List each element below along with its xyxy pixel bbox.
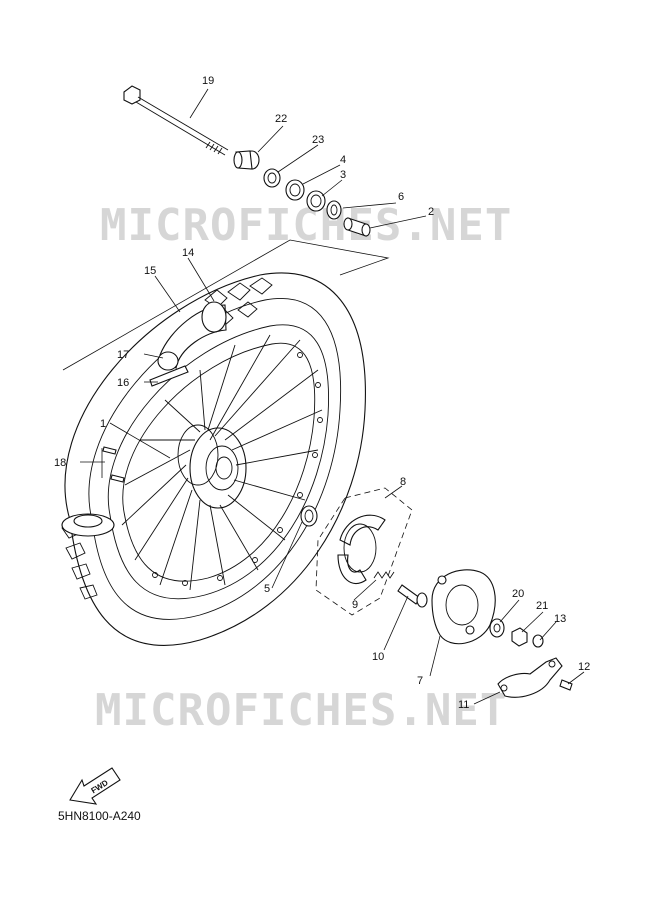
- tube: [157, 301, 227, 371]
- bearing-upper: [285, 179, 305, 201]
- washer: [489, 618, 505, 638]
- seal-ring: [326, 200, 342, 220]
- spoke-nipples: [102, 446, 125, 483]
- brake-plate: [431, 569, 496, 645]
- callout-18: 18: [54, 457, 66, 469]
- callout-19: 19: [202, 75, 214, 87]
- axle-bolt: [123, 85, 229, 156]
- callout-3: 3: [340, 169, 346, 181]
- callout-4: 4: [340, 154, 346, 166]
- oil-seal: [263, 168, 281, 188]
- callout-10: 10: [372, 651, 384, 663]
- bolt-12: [559, 679, 573, 691]
- callout-15: 15: [144, 265, 156, 277]
- callout-20: 20: [512, 588, 524, 600]
- callout-2: 2: [428, 206, 434, 218]
- callout-23: 23: [312, 134, 324, 146]
- brake-shoes: [337, 514, 386, 585]
- collar: [233, 150, 260, 170]
- spacer: [343, 217, 371, 237]
- callout-22: 22: [275, 113, 287, 125]
- watermark-bottom: MICROFICHES.NET: [95, 685, 507, 736]
- callout-14: 14: [182, 247, 194, 259]
- hub-bearing: [300, 505, 318, 527]
- callout-9: 9: [352, 599, 358, 611]
- brake-spring: [373, 571, 395, 579]
- callout-12: 12: [578, 661, 590, 673]
- callout-13: 13: [554, 613, 566, 625]
- callout-1: 1: [100, 418, 106, 430]
- leader-lines: [80, 88, 585, 705]
- brake-camshaft: [397, 584, 428, 608]
- callout-17: 17: [117, 349, 129, 361]
- nut-21: [511, 627, 528, 647]
- valve: [149, 365, 189, 387]
- nut-13: [532, 634, 544, 648]
- group-bracket: [62, 239, 390, 371]
- fwd-arrow-icon: FWD: [69, 767, 121, 805]
- callout-11: 11: [458, 699, 469, 711]
- callout-21: 21: [536, 600, 548, 612]
- callout-16: 16: [117, 377, 129, 389]
- callout-7: 7: [417, 675, 423, 687]
- callout-labels: 19 22 23 4 3 6 2 14 15 17 16 1 18 5 8 9 …: [54, 75, 590, 711]
- callout-6: 6: [398, 191, 404, 203]
- callout-5: 5: [264, 583, 270, 595]
- brake-arm: [497, 657, 563, 698]
- callout-8: 8: [400, 476, 406, 488]
- wheel-assembly: [61, 272, 366, 646]
- bearing-lower: [306, 190, 326, 212]
- diagram-code: 5HN8100-A240: [58, 809, 141, 823]
